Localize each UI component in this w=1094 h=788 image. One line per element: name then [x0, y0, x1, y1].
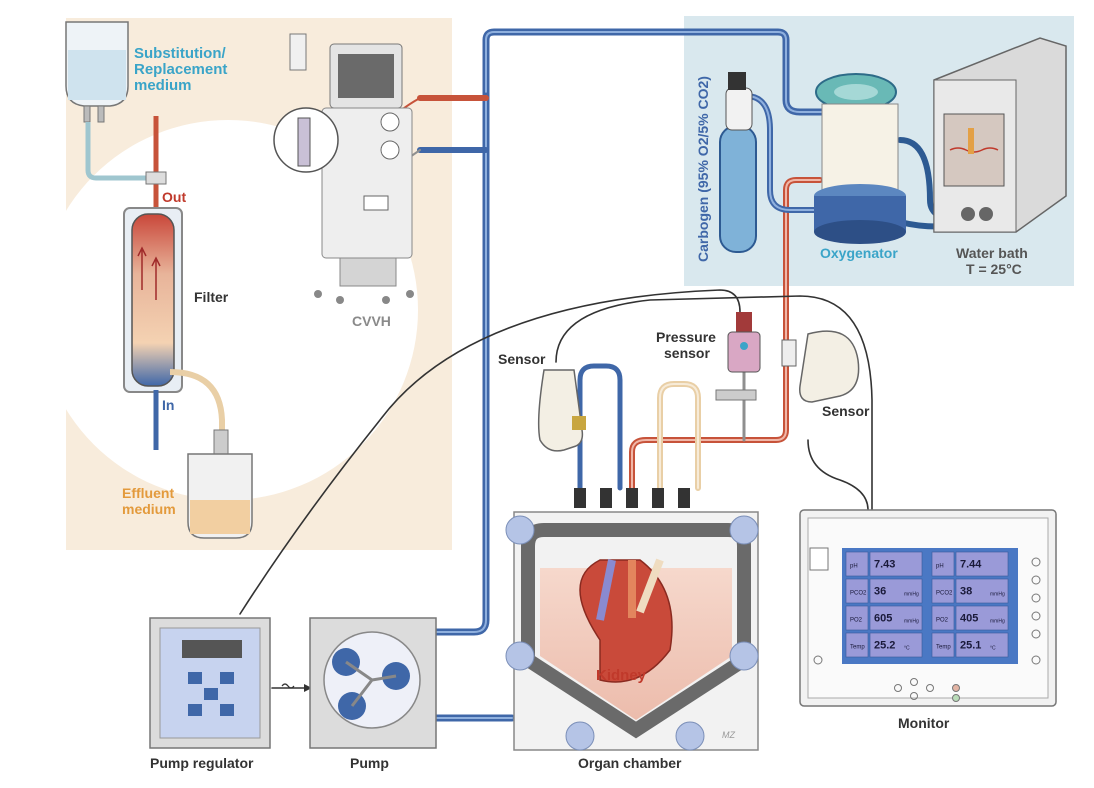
monitor-unit: mmHg	[904, 619, 919, 625]
kidney-label: Kidney	[596, 667, 647, 684]
monitor-cell	[931, 551, 955, 577]
chamber-ports	[574, 488, 690, 508]
effluent-label-line1: Effluent	[122, 485, 174, 501]
monitor-param-right: Temp	[936, 645, 951, 651]
filter-label: Filter	[194, 289, 229, 305]
monitor-param-left: PO2	[850, 618, 863, 624]
monitor-cell	[869, 551, 923, 577]
carbogen-cylinder	[719, 72, 757, 253]
artist-signature: MZ	[722, 730, 735, 740]
hemofilter	[123, 116, 225, 450]
tubing	[239, 28, 989, 722]
oxygenator	[814, 73, 906, 244]
labels: Substitution/ Replacement medium Out Fil…	[122, 45, 1028, 771]
pump-device	[309, 617, 437, 749]
monitor-value-right: 25.1	[960, 640, 981, 652]
monitor-unit: °C	[990, 646, 996, 652]
monitor-param-left: PCO2	[850, 591, 867, 597]
monitor-cell	[955, 578, 1009, 604]
monitor-bottom-buttons	[894, 678, 960, 702]
monitor-param-right: PO2	[936, 618, 949, 624]
monitor-param-right: PCO2	[936, 591, 953, 597]
substitution-label-line3: medium	[134, 77, 192, 94]
signal-wave-icon	[281, 683, 295, 689]
monitor-cell	[869, 605, 923, 631]
cvvh-label: CVVH	[352, 313, 391, 329]
monitor-unit: mmHg	[904, 592, 919, 598]
monitor-param-left: Temp	[850, 645, 865, 651]
cvvh-machine	[273, 33, 414, 304]
monitor-label: Monitor	[898, 715, 950, 731]
water-bath	[933, 37, 1067, 233]
monitor-param-left: pH	[850, 564, 858, 570]
oxygenator-label: Oxygenator	[820, 245, 898, 261]
signal-arrow-icon	[304, 684, 312, 692]
monitor-cell	[955, 605, 1009, 631]
monitor-cell	[845, 632, 869, 658]
monitor-unit: °C	[904, 646, 910, 652]
organ-chamber-label: Organ chamber	[578, 755, 682, 771]
effluent-bag	[187, 429, 253, 539]
monitor-value-left: 36	[874, 586, 886, 598]
monitor-unit: mmHg	[990, 592, 1005, 598]
monitor-cell	[931, 605, 955, 631]
monitor-cell	[845, 605, 869, 631]
monitor-value-left: 605	[874, 613, 892, 625]
carbogen-label: Carbogen (95% O2/5% CO2)	[695, 76, 711, 262]
sensor-right-device	[781, 330, 860, 403]
monitor-value-right: 405	[960, 613, 978, 625]
monitor-cell	[869, 578, 923, 604]
pressure-sensor-label-line1: Pressure	[656, 329, 716, 345]
water-bath-label-line2: T = 25°C	[966, 261, 1022, 277]
monitor-value-right: 7.44	[960, 559, 982, 571]
monitor-cell	[931, 578, 955, 604]
out-label: Out	[162, 189, 186, 205]
monitor-device	[799, 509, 1057, 707]
monitor-cell	[931, 632, 955, 658]
sensor-left-device	[537, 369, 586, 452]
monitor-cell	[845, 551, 869, 577]
monitor-cell	[869, 632, 923, 658]
monitor-right-buttons	[1031, 557, 1041, 665]
water-bath-label-line1: Water bath	[956, 245, 1028, 261]
pump-regulator-device	[149, 617, 271, 749]
pressure-sensor-device	[715, 312, 761, 401]
pressure-sensor-label-line2: sensor	[664, 345, 710, 361]
pump-label: Pump	[350, 755, 389, 771]
monitor-cell	[955, 632, 1009, 658]
substitution-label-line2: Replacement	[134, 61, 227, 78]
sensor-left-label: Sensor	[498, 351, 546, 367]
pump-regulator-label: Pump regulator	[150, 755, 254, 771]
substitution-bag	[65, 21, 152, 181]
monitor-value-left: 25.2	[874, 640, 895, 652]
monitor-cell	[845, 578, 869, 604]
monitor-value-left: 7.43	[874, 559, 895, 571]
organ-chamber-device	[505, 488, 759, 751]
effluent-label-line2: medium	[122, 501, 176, 517]
sensor-right-label: Sensor	[822, 403, 870, 419]
substitution-label-line1: Substitution/	[134, 45, 226, 62]
monitor-param-right: pH	[936, 564, 944, 570]
monitor-value-right: 38	[960, 586, 972, 598]
monitor-unit: mmHg	[990, 619, 1005, 625]
in-label: In	[162, 397, 174, 413]
monitor-cell	[955, 551, 1009, 577]
